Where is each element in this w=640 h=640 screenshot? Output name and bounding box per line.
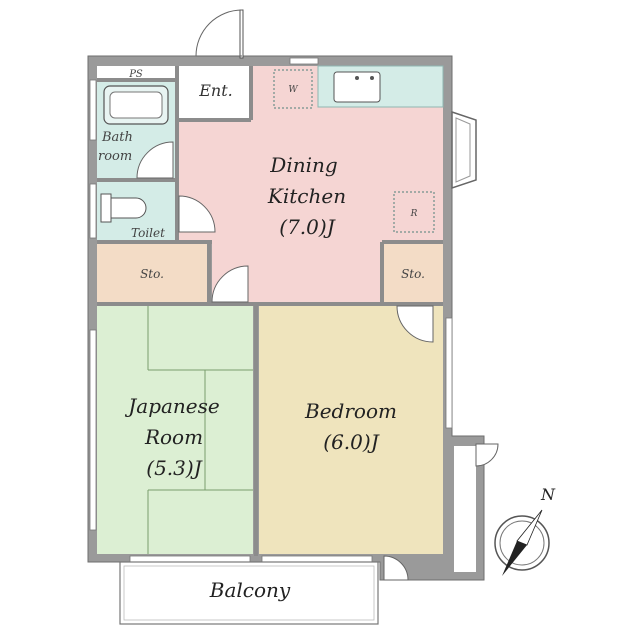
washer-space <box>273 69 313 109</box>
bathroom-label-line2: room <box>98 149 132 164</box>
interior-walls <box>97 66 443 556</box>
side-balcony-area <box>454 446 476 572</box>
entrance-door <box>195 9 244 59</box>
toilet-icon <box>100 193 147 223</box>
dining-kitchen-label-line1: Dining <box>269 153 337 177</box>
balcony-railing <box>123 565 375 621</box>
side-door-swing <box>475 443 499 467</box>
ps-area <box>97 66 177 80</box>
bath-door-swing <box>136 141 174 179</box>
fridge-label: R <box>410 209 418 219</box>
tatami-lines <box>147 306 253 554</box>
storage-right-area <box>384 244 443 302</box>
dining-kitchen-label-line2: Kitchen <box>267 184 346 208</box>
bedroom-area <box>259 306 443 554</box>
windows <box>89 57 453 563</box>
compass: N <box>494 485 556 576</box>
japanese-room-area <box>97 306 253 554</box>
dining-kitchen-area <box>177 66 443 302</box>
dining-kitchen-label-line3: (7.0)J <box>279 215 335 239</box>
compass-north-label: N <box>540 485 556 504</box>
sink-icon <box>333 71 381 103</box>
bathroom-label-line1: Bath <box>101 130 133 145</box>
storage-right-label: Sto. <box>401 267 425 281</box>
bedroom-door-swing <box>396 305 434 343</box>
bathtub-icon <box>103 85 169 125</box>
toilet-door-swing <box>178 195 216 233</box>
bedroom-label-line2: (6.0)J <box>323 430 379 454</box>
storage-left-area <box>97 244 207 302</box>
balcony-door-swing <box>383 555 409 581</box>
japanese-room-label-line3: (5.3)J <box>146 456 202 480</box>
entrance-label: Ent. <box>198 81 233 100</box>
front-balcony <box>119 561 379 625</box>
storage-door-swing <box>211 265 249 303</box>
washer-label: W <box>288 85 298 95</box>
bedroom-label-line1: Bedroom <box>304 399 397 423</box>
bay-window <box>451 110 477 190</box>
ps-label: PS <box>128 69 143 80</box>
fridge-space <box>393 191 435 233</box>
toilet-label: Toilet <box>131 226 165 240</box>
entrance-area <box>179 66 249 118</box>
japanese-room-label-line1: Japanese <box>124 394 219 418</box>
japanese-room-label-line2: Room <box>144 425 203 449</box>
balcony-label: Balcony <box>209 578 291 602</box>
storage-left-label: Sto. <box>140 267 164 281</box>
